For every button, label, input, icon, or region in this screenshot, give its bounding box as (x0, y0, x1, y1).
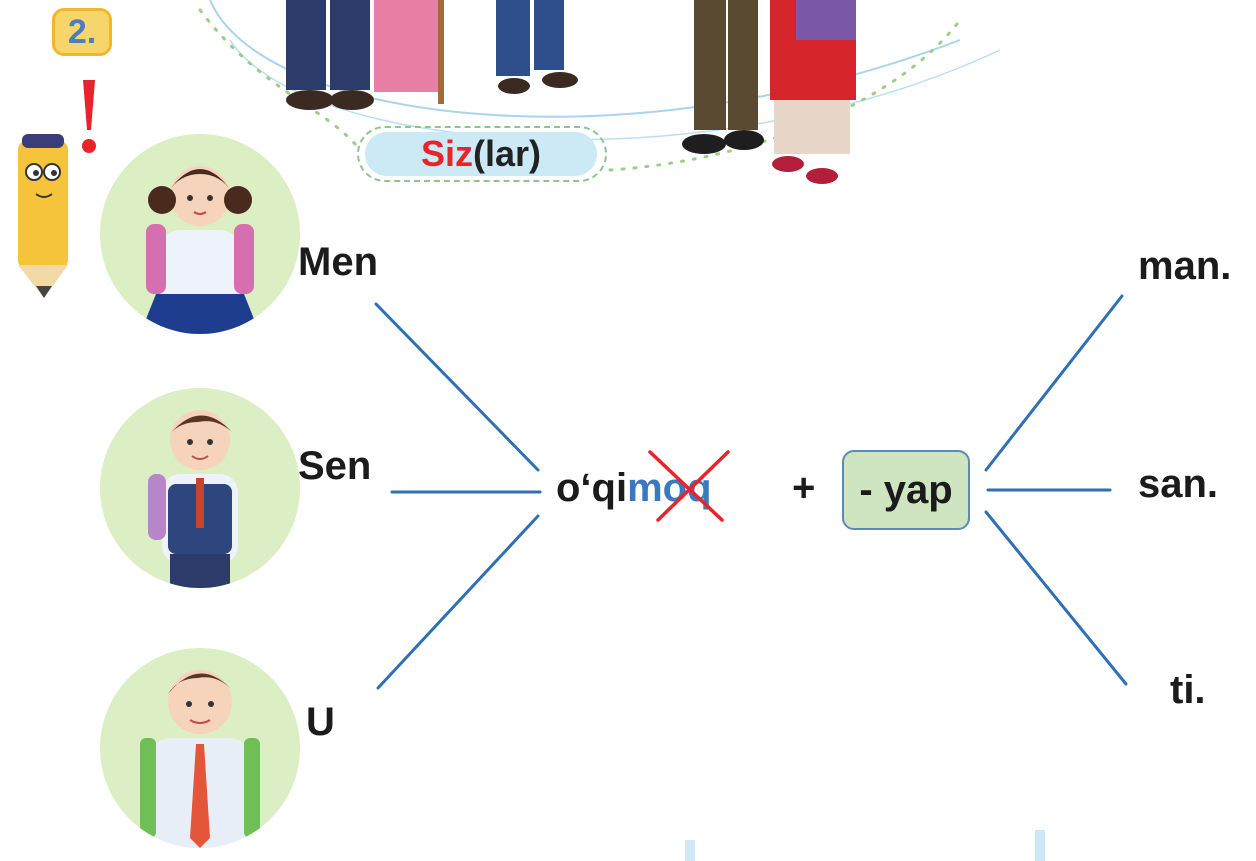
avatar-boy-blue-vest (100, 388, 300, 588)
verb-infinitive-ending: moq (627, 466, 712, 510)
exclamation-icon (82, 80, 96, 153)
pronoun-sen: Sen (298, 444, 372, 488)
ending-man: man. (1138, 244, 1232, 288)
suffix-box: - yap (842, 450, 970, 530)
ending-san: san. (1138, 462, 1219, 506)
pencil-mascot-icon (18, 134, 68, 298)
exercise-number: 2. (67, 12, 97, 51)
pronoun-banner: Siz(lar) (365, 132, 597, 176)
banner-pronoun-root: Siz (420, 133, 473, 174)
verb: o‘qimoq (556, 466, 712, 511)
line-u-to-verb (376, 514, 540, 690)
plus-sign: + (792, 466, 816, 510)
line-suffix-to-ti (984, 510, 1128, 686)
avatar-boy-red-tie (100, 648, 300, 848)
suffix-text: - yap (859, 467, 953, 512)
banner-outline (357, 126, 607, 182)
pronoun-men: Men (298, 240, 378, 284)
banner-pronoun-suffix: (lar) (473, 133, 542, 174)
people-illustration (286, 0, 856, 184)
pronoun-u: U (306, 700, 335, 744)
avatar-girl (100, 134, 300, 334)
line-suffix-to-man (984, 294, 1124, 472)
cross-out-icon (648, 450, 730, 522)
exercise-number-badge: 2. (52, 8, 112, 56)
ending-ti: ti. (1170, 668, 1206, 712)
verb-stem: o‘qi (556, 466, 628, 510)
line-men-to-verb (374, 302, 540, 472)
